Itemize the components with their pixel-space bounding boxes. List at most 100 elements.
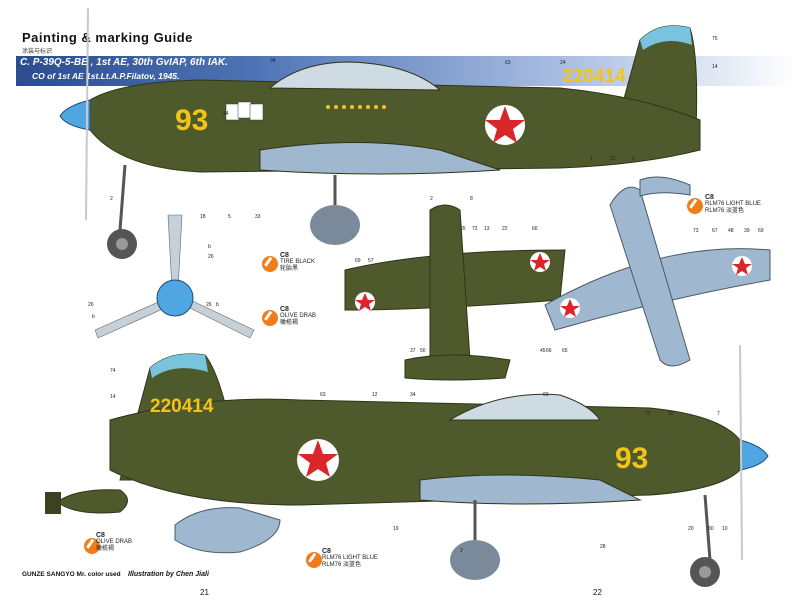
paint-brush-icon [306,552,322,568]
top-side-profile: 93 220414 [59,7,701,259]
callout: 8 [470,196,473,202]
callout: 50 [420,348,426,354]
paint-brush-icon [687,198,703,214]
callout: 5 [228,214,231,220]
drop-tank-drawing [174,507,281,554]
legend-light-blue-tank: C8 RLM76 LIGHT BLUE RLM76 淡蓝色 [322,548,378,569]
legend-cn: 橄榄褐 [280,320,299,326]
paint-brush-icon [84,538,100,554]
callout: 63 [320,392,326,398]
nose-number-bottom: 93 [615,442,648,475]
paint-brush-icon [262,256,278,272]
bottom-planform-view [544,176,771,367]
page-subtitle-cn: 涂装与标识 [22,49,53,55]
callout: 3 [632,156,635,162]
callout: 44 [223,111,229,117]
bomb-drawing [45,489,128,514]
callout: 65 [562,348,568,354]
legend-name: RLM76 LIGHT BLUE [322,555,378,561]
callout: 57 [368,258,374,264]
callout: 2 [430,196,433,202]
legend-tire-black: C8 TIRE BLACK 轮胎黑 [280,252,315,273]
callout: 30 [708,526,714,532]
callout: 34 [270,58,276,64]
callout: 39 [744,228,750,234]
legend-code: C8 [322,548,331,555]
callout: 65 [460,226,466,232]
footer-paint-credit: GUNZE SANGYO Mr. color used [22,571,121,578]
callout: 66 [546,348,552,354]
banner-line-2: CO of 1st AE 1st.Lt.A.P.Filatov, 1945. [32,71,180,81]
callout: 32 [668,411,674,417]
legend-cn: 轮胎黑 [280,266,299,272]
callout: 20 [688,526,694,532]
callout-numbers-top-profile: 75 14 34 24 63 44 2 18 5 33 2 8 1 21 3 [110,36,718,220]
legend-code: C8 [705,194,714,201]
legend-name: OLIVE DRAB [96,539,133,545]
legend-cn: 橄榄褐 [96,546,115,552]
page-number-right: 22 [593,588,602,597]
callout: 18 [200,214,206,220]
tail-number-top: 220414 [562,66,626,87]
legend-code: C8 [96,532,105,539]
callout: 2 [110,196,113,202]
tail-number-bottom: 220414 [150,396,214,417]
callout: 14 [110,394,116,400]
callout: 1 [590,156,593,162]
callout: 13 [484,226,490,232]
banner-line-1: C. P-39Q-5-BE , 1st AE, 30th GvIAP, 6th … [20,57,228,68]
callout: 34 [410,392,416,398]
callout: 63 [505,60,511,66]
callout: 19 [393,526,399,532]
callout: 12 [372,392,378,398]
callout: 77 [645,411,651,417]
callout: b [92,314,95,320]
callout: 24 [560,60,566,66]
callout: 45 [540,348,546,354]
callout: 48 [728,228,734,234]
callout-numbers-planforms: 65 72 13 22 66 69 57 37 50 45 73 67 48 3… [355,226,764,354]
callout: b [216,302,219,308]
callout: 22 [502,226,508,232]
page-number-left: 21 [200,588,209,597]
callout: 28 [600,544,606,550]
callout: 14 [712,64,718,70]
callout: 33 [255,214,261,220]
legend-cn: RLM76 淡蓝色 [322,562,362,568]
legend-light-blue: C8 RLM76 LIGHT BLUE RLM76 淡蓝色 [705,194,761,215]
callout: 37 [410,348,416,354]
callout: 21 [610,156,616,162]
callout: 26 [208,254,214,260]
callout: 73 [693,228,699,234]
footer-illustration-credit: Illustration by Chen Jiali [128,571,209,578]
callout: 7 [717,411,720,417]
callout: 2 [460,548,463,554]
callout: 26 [206,302,212,308]
legend-olive-drab-bomb: C8 OLIVE DRAB 橄榄褐 [96,532,132,553]
legend-code: C8 [280,306,289,313]
bottom-side-profile: 93 220414 [109,344,769,587]
nose-number-top: 93 [175,104,208,137]
callout: 74 [110,368,116,374]
callout-numbers-propeller: b 26 26 b 26 b [88,244,219,320]
propeller-drawing [94,214,255,339]
page-title: Painting & marking Guide [22,30,193,45]
callout: 75 [712,36,718,42]
callout: 60 [543,392,549,398]
legend-name: RLM76 LIGHT BLUE [705,201,761,207]
legend-name: TIRE BLACK [280,259,316,265]
callout: 69 [355,258,361,264]
legend-olive-drab: C8 OLIVE DRAB 橄榄褐 [280,306,316,327]
paint-brush-icon [262,310,278,326]
legend-code: C8 [280,252,289,259]
callout: 72 [472,226,478,232]
legend-name: OLIVE DRAB [280,313,317,319]
callout: 10 [722,526,728,532]
callout-numbers-bottom-profile: 74 14 63 12 34 60 77 32 7 19 2 28 20 30 … [110,368,728,554]
legend-cn: RLM76 淡蓝色 [705,208,745,214]
top-planform-view [344,204,566,381]
callout: 67 [712,228,718,234]
callout: 69 [758,228,764,234]
callout: 26 [88,302,94,308]
